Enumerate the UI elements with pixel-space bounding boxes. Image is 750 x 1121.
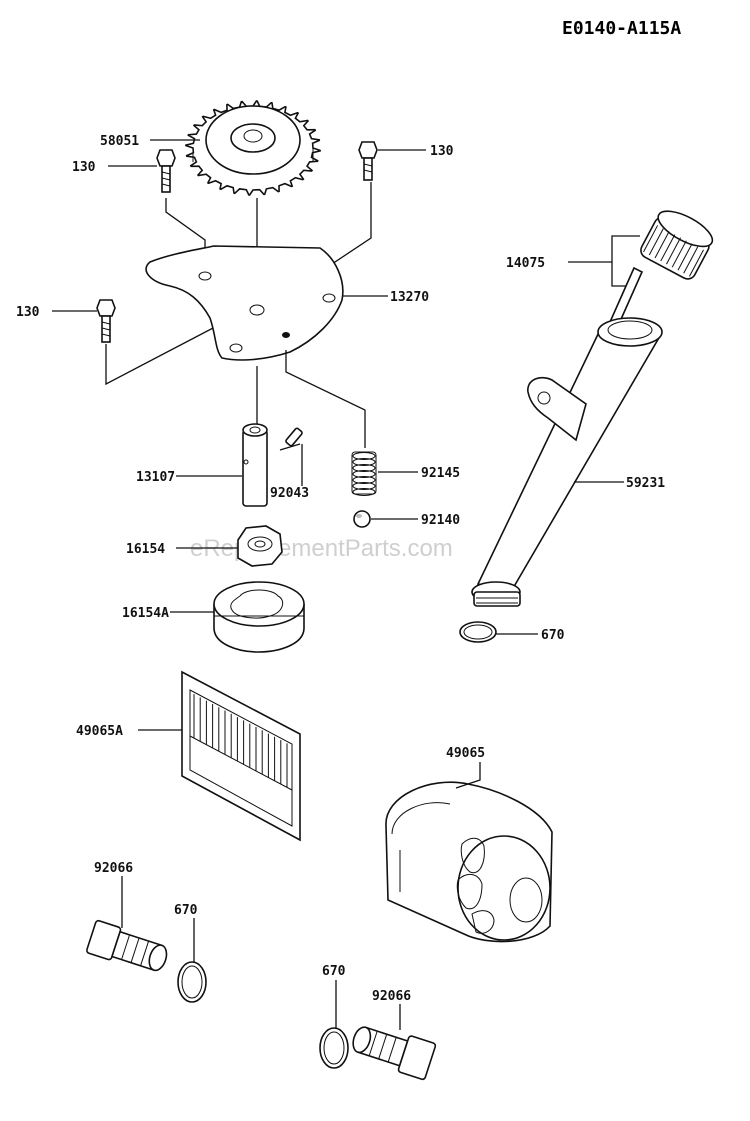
label-92066-left: 92066 <box>94 861 133 876</box>
oil-filter-icon[interactable] <box>385 781 553 943</box>
label-58051: 58051 <box>100 134 139 149</box>
label-49065A: 49065A <box>76 724 123 739</box>
label-92145: 92145 <box>421 466 460 481</box>
o-ring-icon[interactable] <box>319 1027 349 1069</box>
label-92066-bottom: 92066 <box>372 989 411 1004</box>
label-49065: 49065 <box>446 746 485 761</box>
pin-icon[interactable] <box>285 427 303 447</box>
diagram-code: E0140-A115A <box>562 18 681 39</box>
label-670-bottom: 670 <box>322 964 346 979</box>
ball-icon[interactable] <box>353 510 371 528</box>
oil-filler-tube-icon[interactable] <box>471 317 663 607</box>
inner-rotor-icon[interactable] <box>237 525 283 567</box>
label-13270: 13270 <box>390 290 429 305</box>
drain-plug-icon[interactable] <box>348 1019 437 1081</box>
shaft-icon[interactable] <box>242 423 268 507</box>
bolt-icon[interactable] <box>156 149 176 193</box>
oil-screen-icon[interactable] <box>181 670 301 842</box>
bolt-icon[interactable] <box>96 299 116 343</box>
gear-icon[interactable] <box>185 100 321 196</box>
label-130-lower: 130 <box>16 305 40 320</box>
label-130-left: 130 <box>72 160 96 175</box>
label-92043: 92043 <box>270 486 309 501</box>
o-ring-icon[interactable] <box>177 961 207 1003</box>
label-16154: 16154 <box>126 542 165 557</box>
label-670-tube: 670 <box>541 628 565 643</box>
label-14075: 14075 <box>506 256 545 271</box>
label-59231: 59231 <box>626 476 665 491</box>
bolt-icon[interactable] <box>358 141 378 181</box>
dipstick-cap-icon[interactable] <box>608 204 717 328</box>
label-130-right: 130 <box>430 144 454 159</box>
label-13107: 13107 <box>136 470 175 485</box>
spring-icon[interactable] <box>351 451 377 496</box>
label-16154A: 16154A <box>122 606 169 621</box>
cover-plate-icon[interactable] <box>145 245 344 361</box>
drain-plug-icon[interactable] <box>86 919 171 976</box>
outer-rotor-icon[interactable] <box>213 581 305 653</box>
o-ring-icon[interactable] <box>459 621 497 643</box>
label-92140: 92140 <box>421 513 460 528</box>
label-670-left: 670 <box>174 903 198 918</box>
